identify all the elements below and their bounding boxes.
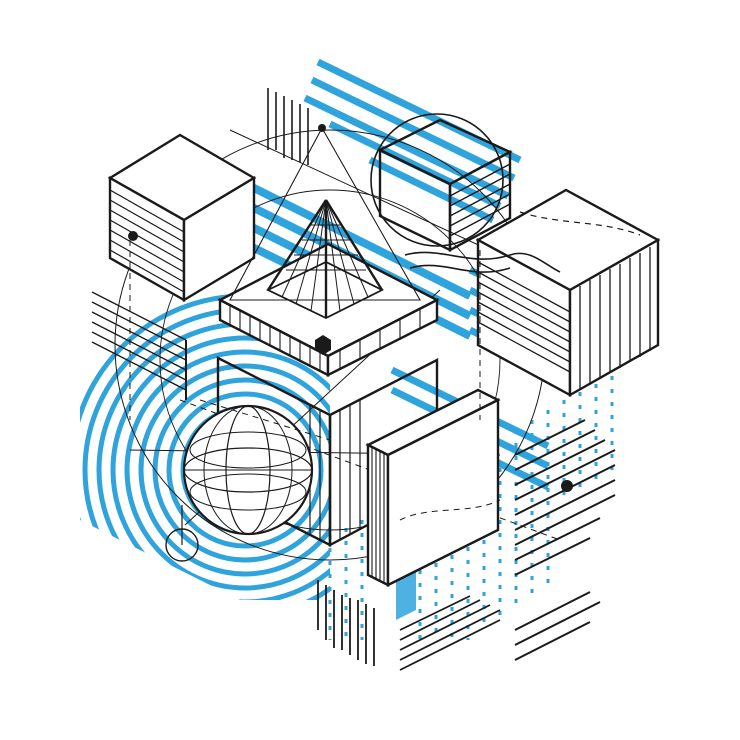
sphere — [165, 404, 314, 562]
cube-right — [404, 188, 661, 398]
bottom-hatch-lines — [317, 580, 501, 671]
cube-circle — [370, 113, 504, 247]
square-panel — [365, 388, 501, 587]
vertical-hatch-top — [267, 88, 309, 165]
blue-stripe-band-top — [303, 58, 522, 224]
left-hatch-block — [91, 291, 187, 400]
cube-top-center — [370, 113, 513, 252]
hexagon-node — [315, 335, 331, 355]
line-art — [91, 88, 661, 671]
dashed-guides — [129, 240, 501, 521]
pyramid-on-box — [217, 124, 440, 377]
dotted-grid — [328, 322, 614, 640]
cube-dot — [128, 231, 138, 241]
blue-patch — [396, 570, 416, 620]
cube-top-left — [107, 133, 257, 303]
right-hatch-lines — [514, 419, 616, 661]
